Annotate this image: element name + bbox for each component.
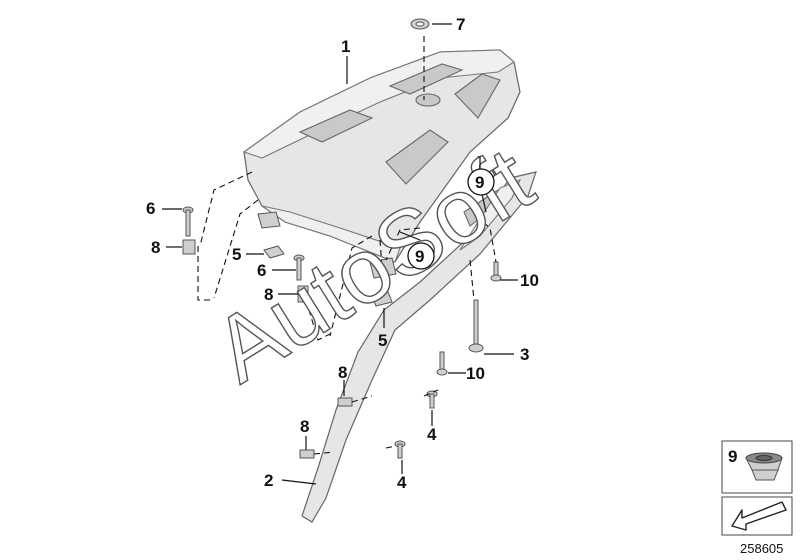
inset-part-9: 9	[721, 440, 793, 494]
callout-6-mid: 6	[257, 261, 266, 280]
callout-8-left: 8	[151, 238, 160, 257]
callout-8-lower-b: 8	[300, 417, 309, 436]
washer-5-left	[263, 245, 285, 259]
callout-10-upper: 10	[520, 271, 539, 290]
luggage-rack-part	[242, 49, 521, 279]
callout-5-left: 5	[232, 245, 241, 264]
bolt-6-mid	[293, 254, 305, 281]
callout-9-circle-lower	[407, 242, 435, 270]
inset-callout-9: 9	[728, 447, 737, 466]
callout-4-lower: 4	[397, 473, 407, 492]
bolt-6-left	[182, 206, 194, 237]
side-trim-part	[301, 171, 537, 523]
diagram-number: 258605	[740, 541, 783, 556]
callout-5-right: 5	[378, 331, 387, 350]
screw-10-lower	[436, 351, 448, 376]
screw-10-upper	[490, 261, 502, 282]
bolt-3	[468, 299, 484, 353]
callout-9-upper: 9	[475, 173, 484, 192]
washer-5-right	[371, 291, 393, 307]
callout-4-upper: 4	[427, 425, 437, 444]
callout-9-circle-upper	[467, 168, 495, 196]
spacer-8-lower-a	[337, 397, 353, 407]
callout-10-lower: 10	[466, 364, 485, 383]
callout-8-mid: 8	[264, 285, 273, 304]
callout-3: 3	[520, 345, 529, 364]
callout-6-left: 6	[146, 199, 155, 218]
assembly-dashed-lines	[197, 36, 497, 455]
bolt-4-upper	[426, 390, 438, 409]
spacer-8-lower-b	[299, 449, 315, 459]
callout-9-lower: 9	[415, 247, 424, 266]
callout-7: 7	[456, 15, 465, 34]
callout-8-lower-a: 8	[338, 363, 347, 382]
spacer-8-left	[182, 239, 196, 255]
arrow-down-left-icon	[731, 501, 787, 531]
bolt-4-lower	[394, 440, 406, 459]
callout-2: 2	[264, 471, 273, 490]
inset-arrow-panel	[721, 496, 793, 536]
callout-1: 1	[341, 37, 350, 56]
nut-7	[410, 18, 430, 30]
callout-leaders	[162, 23, 518, 485]
